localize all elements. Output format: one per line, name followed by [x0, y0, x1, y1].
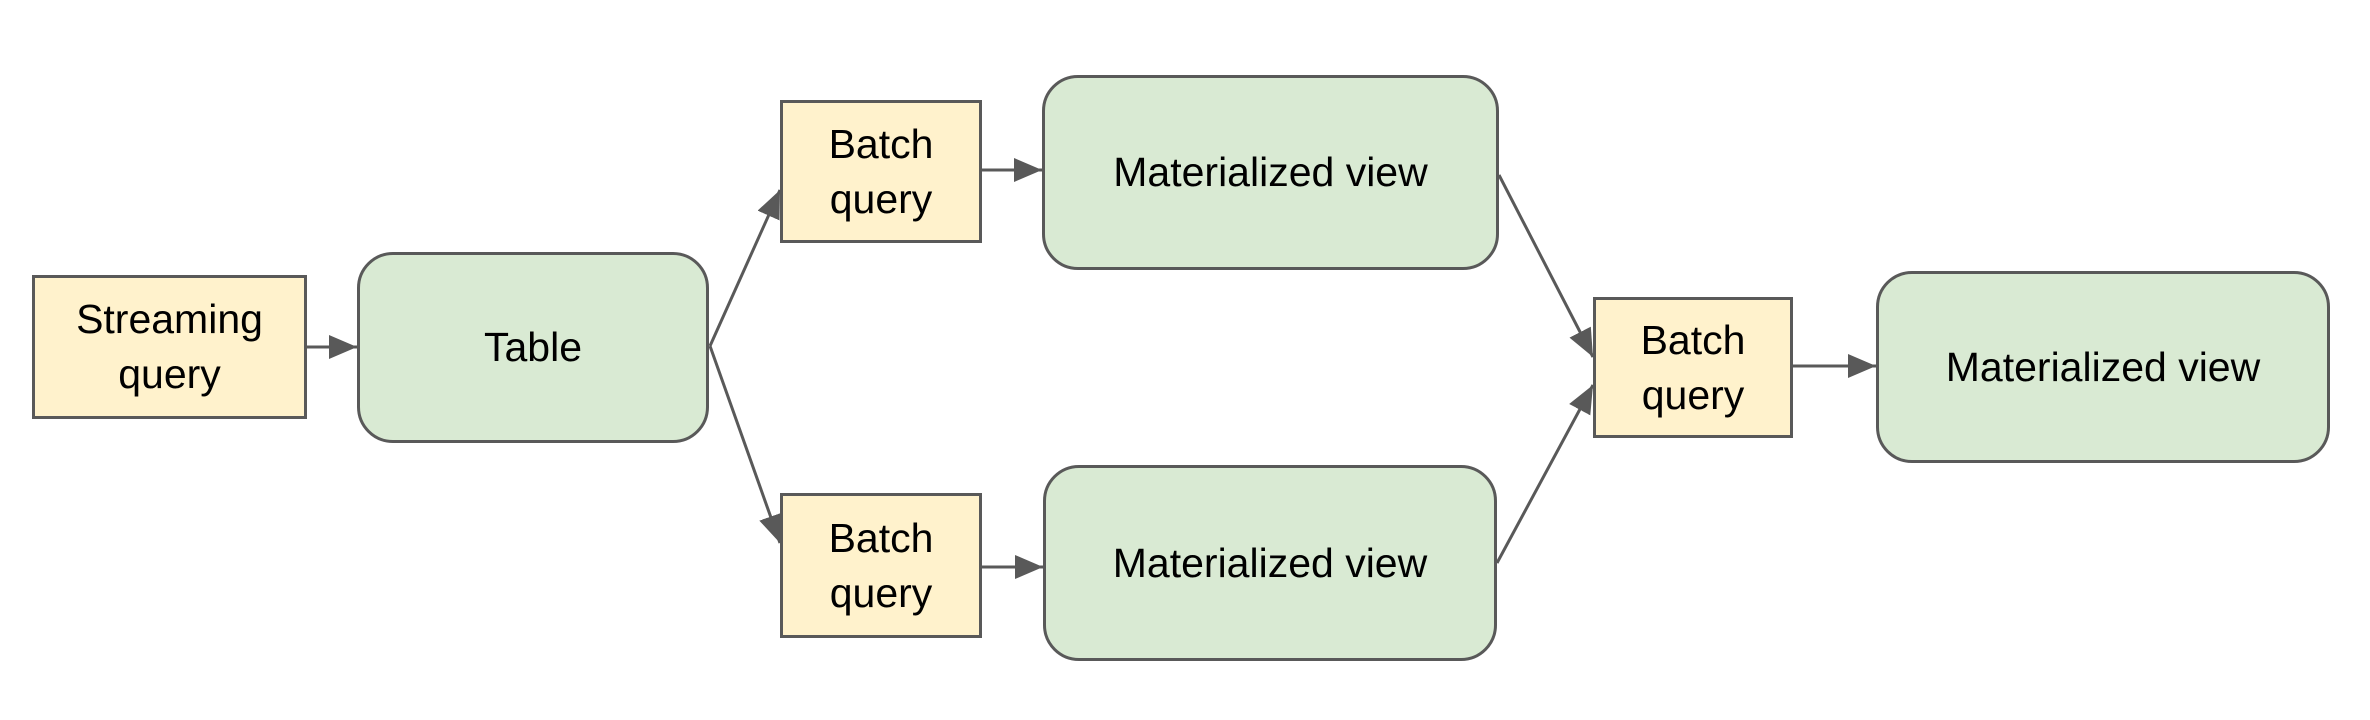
node-batch-query-right-label: Batch query [1640, 316, 1746, 418]
node-materialized-view-top: Materialized view [1042, 75, 1499, 270]
node-batch-query-top: Batch query [780, 100, 982, 243]
node-table: Table [357, 252, 709, 443]
node-materialized-view-bottom: Materialized view [1043, 465, 1497, 661]
node-materialized-view-top-label: Materialized view [1113, 149, 1428, 196]
node-materialized-view-right-label: Materialized view [1945, 343, 2261, 390]
node-batch-query-right: Batch query [1593, 297, 1793, 438]
edge-materialized-view-top-to-batch-query-right [1497, 174, 1595, 358]
node-batch-query-bottom: Batch query [780, 493, 982, 638]
node-materialized-view-right: Materialized view [1876, 271, 2330, 463]
node-streaming-query-label: Streaming query [76, 296, 263, 397]
edge-table-to-batch-query-top [708, 189, 782, 347]
edge-table-to-batch-query-bottom [708, 345, 782, 544]
node-batch-query-top-label: Batch query [828, 120, 934, 222]
node-batch-query-bottom-label: Batch query [828, 514, 934, 616]
node-materialized-view-bottom-label: Materialized view [1112, 539, 1428, 586]
node-streaming-query: Streaming query [32, 275, 307, 419]
edge-materialized-view-bottom-to-batch-query-right [1495, 384, 1595, 564]
node-table-label: Table [483, 324, 582, 371]
